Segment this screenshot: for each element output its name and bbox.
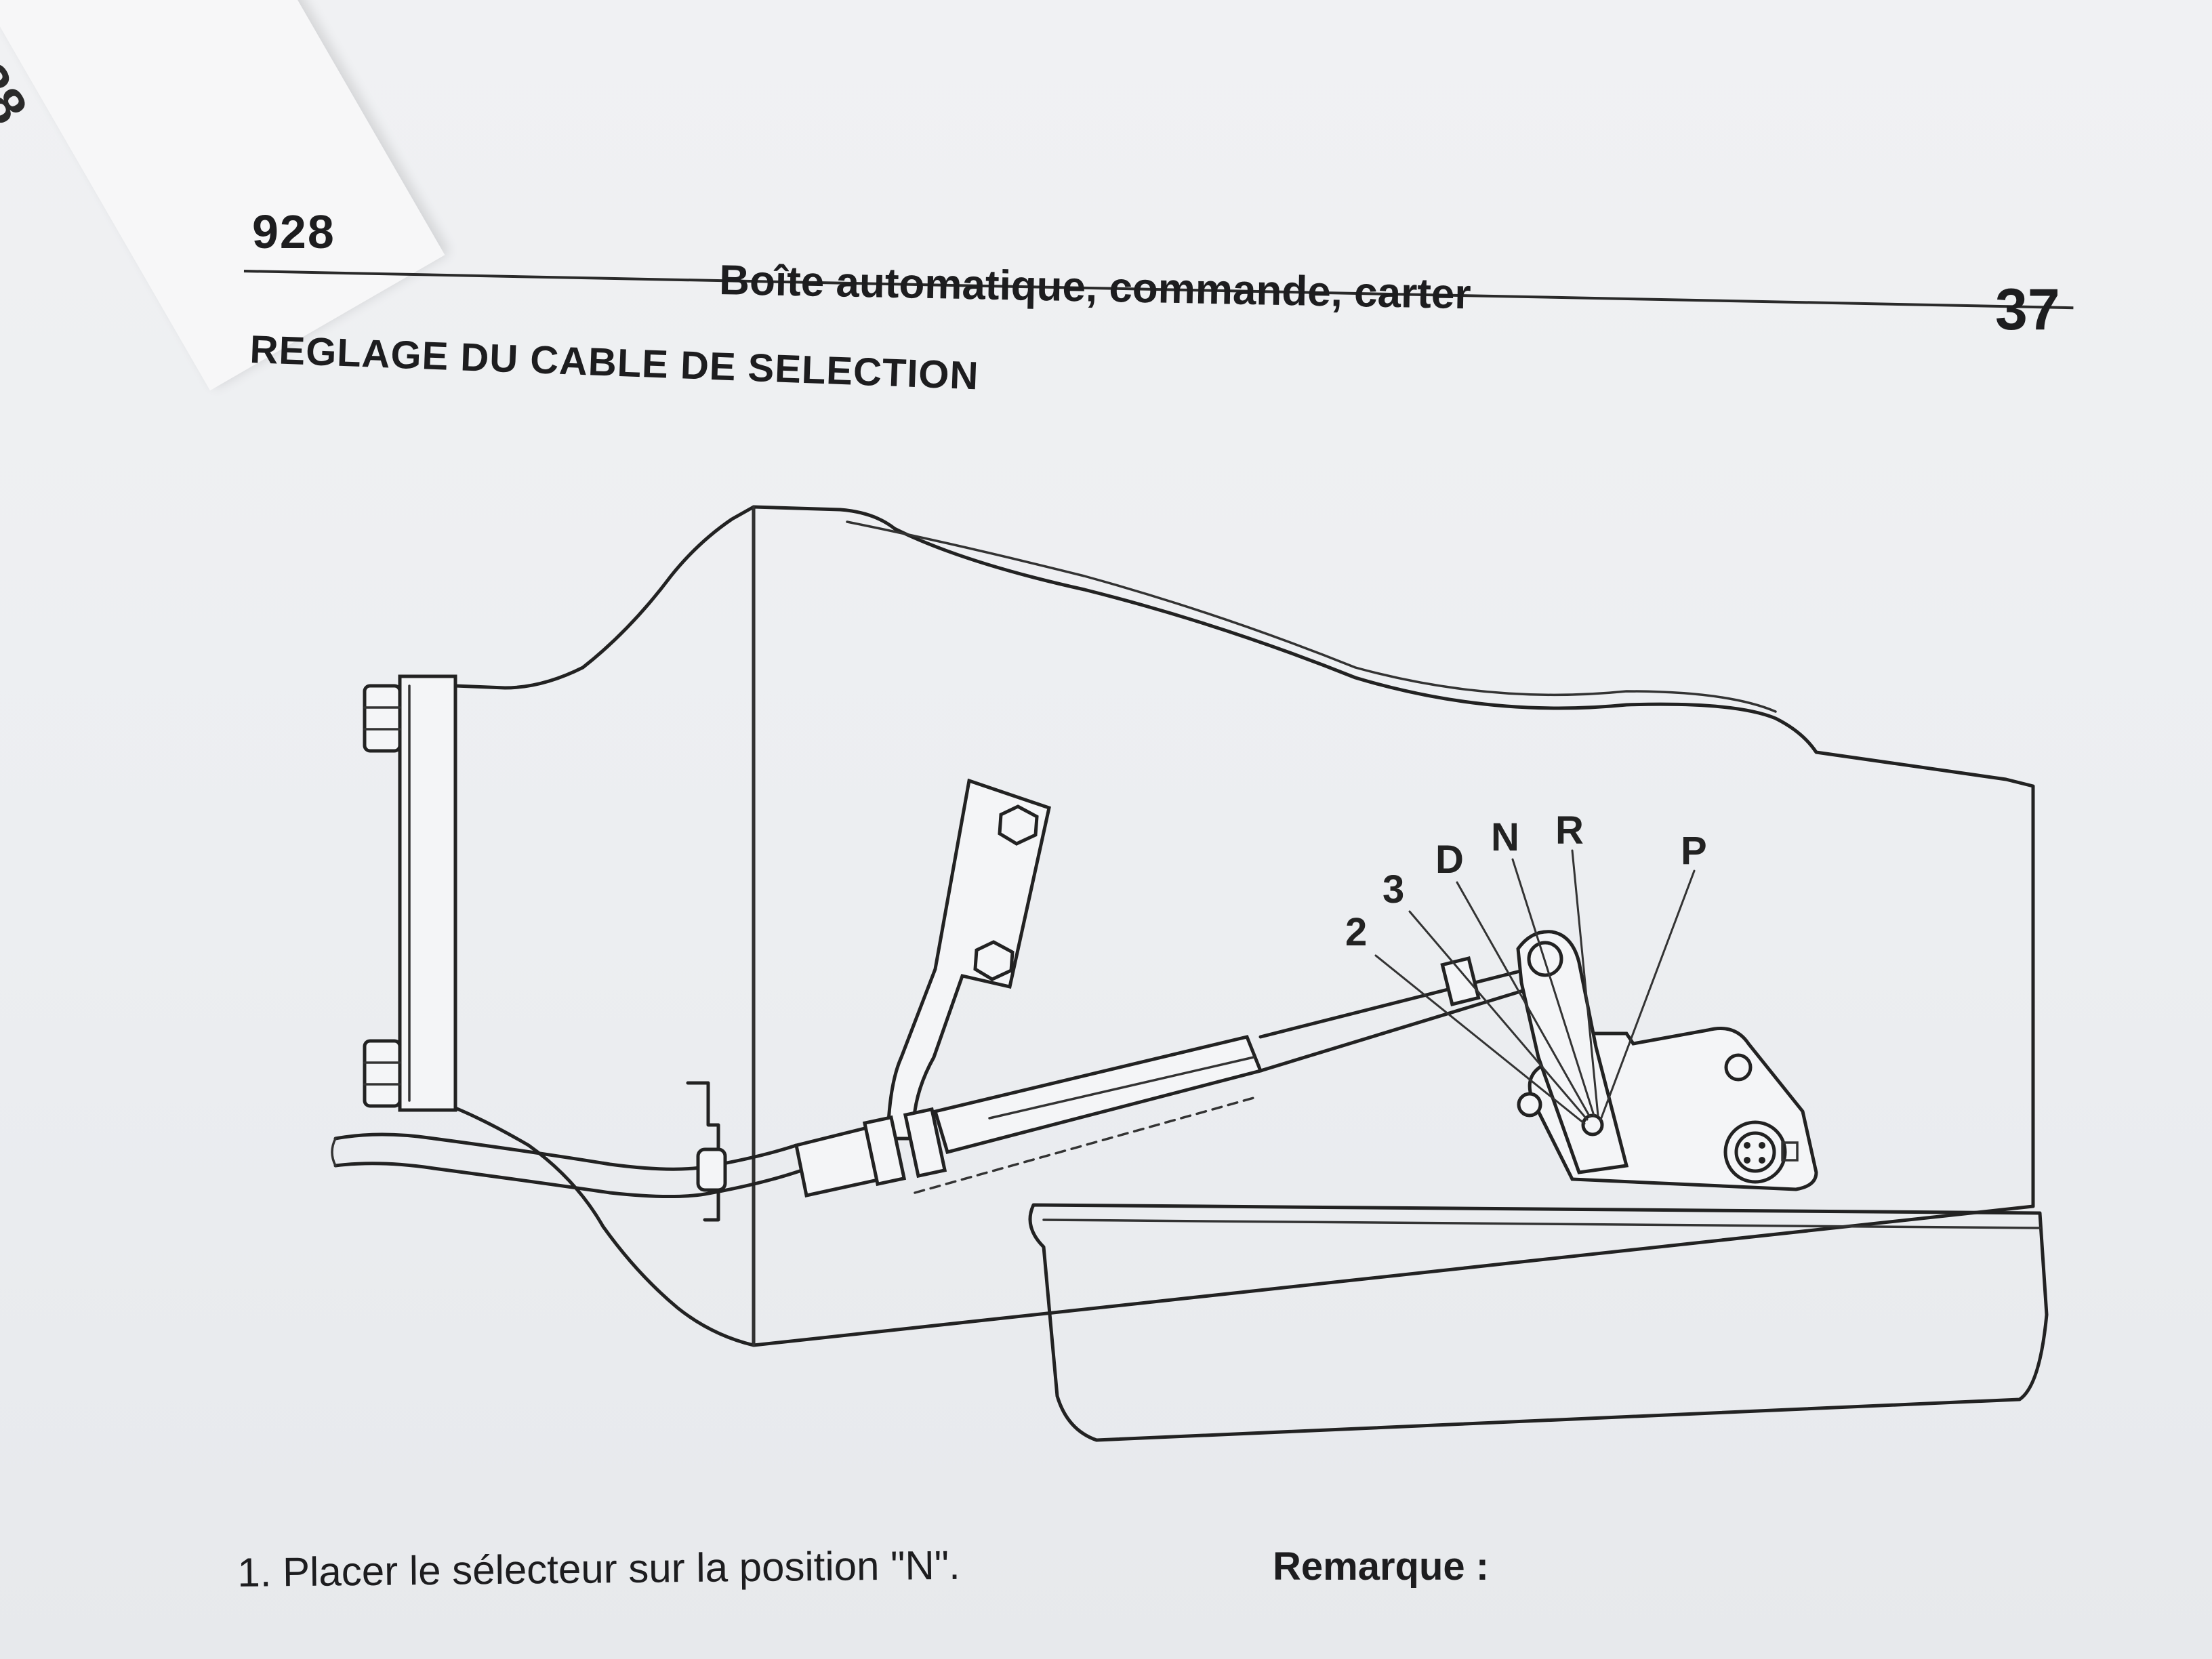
gear-label-p: P xyxy=(1681,829,1707,873)
adjuster-nut-1 xyxy=(862,1115,907,1187)
instruction-step-1: 1. Placer le sélecteur sur la position "… xyxy=(237,1542,961,1595)
selector-cable-sheath xyxy=(333,1132,798,1171)
gear-label-d: D xyxy=(1435,838,1464,882)
page-number: 37 xyxy=(1995,277,2060,342)
gear-label-2: 2 xyxy=(1345,910,1367,954)
gear-leader-lines xyxy=(1374,849,1696,1125)
gear-label-3: 3 xyxy=(1382,867,1404,912)
flange-bolt-bottom xyxy=(363,1039,402,1108)
gearbox-casing xyxy=(752,505,2035,1347)
base-hole-right xyxy=(1724,1053,1753,1082)
cable-clip xyxy=(686,1081,720,1222)
gear-label-r: R xyxy=(1555,808,1584,853)
adjuster-nut-2 xyxy=(903,1107,947,1179)
bell-housing xyxy=(453,505,756,1347)
electrical-connector xyxy=(1723,1120,1799,1184)
remark-heading: Remarque : xyxy=(1273,1544,1490,1589)
selector-rod xyxy=(1258,967,1530,1039)
rod-lock-nut xyxy=(1440,956,1481,1006)
cable-sleeve xyxy=(933,1035,1263,1155)
base-hole-left xyxy=(1517,1092,1542,1118)
bracket-hex-nut-top xyxy=(998,804,1039,846)
header-model: 928 xyxy=(252,205,335,258)
selector-lever xyxy=(1516,930,1629,1174)
oil-pan xyxy=(1028,1203,2049,1442)
flange-bolt-top xyxy=(363,684,402,753)
bracket-hex-nut-bottom xyxy=(973,940,1015,981)
gear-label-n: N xyxy=(1491,815,1519,859)
